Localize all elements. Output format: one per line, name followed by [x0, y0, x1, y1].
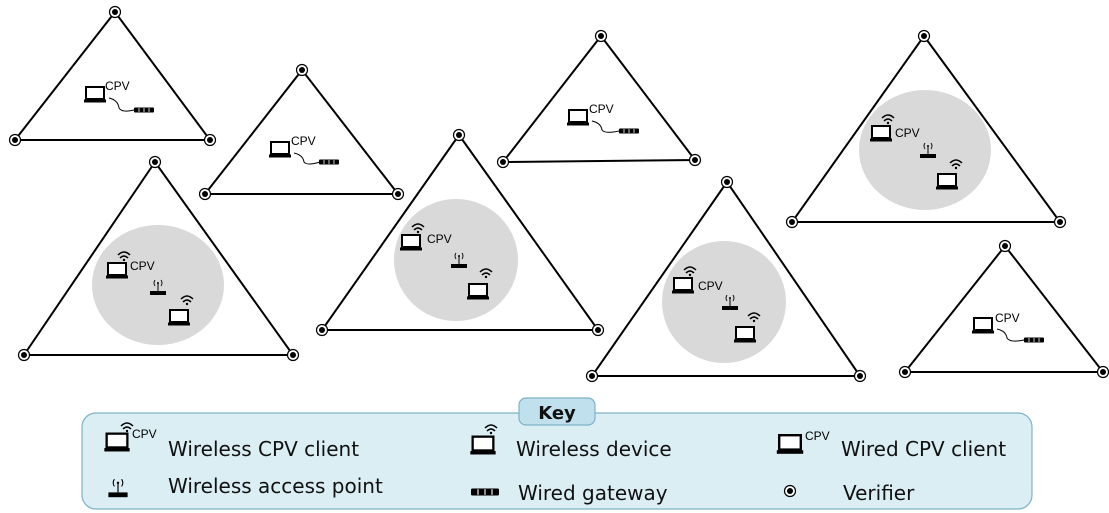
verifier-node [198, 187, 212, 201]
legend-item-wireless-device: Wireless device [469, 424, 672, 461]
cpv-label: CPV [698, 279, 723, 293]
gateway-icon [470, 487, 500, 497]
legend: Key CPV Wireless CPV client Wireless dev… [81, 397, 1033, 510]
wired-cpv-client-icon [566, 109, 590, 127]
verifier-node [785, 215, 799, 229]
legend-label: Verifier [843, 481, 915, 505]
triangle-edge [202, 68, 401, 195]
verifier-node [315, 323, 329, 337]
wired-cpv-client-icon [268, 141, 292, 159]
legend-item-wireless-access-point: Wireless access point [107, 474, 383, 498]
verifier-node [853, 369, 867, 383]
triangle-edge [790, 34, 1062, 223]
wireless-device-icon [733, 326, 757, 344]
coverage-area [662, 241, 786, 363]
wired-cpv-client-icon [775, 434, 805, 456]
verifier-node [917, 29, 931, 43]
legend-title: Key [538, 403, 576, 424]
legend-item-verifier: Verifier [783, 481, 915, 505]
wired-cpv-client-icon [83, 86, 107, 104]
verifier-node [594, 29, 608, 43]
coverage-area [859, 90, 991, 210]
cable [108, 97, 135, 112]
wireless-cpv-client-icon [671, 277, 695, 295]
verifier-node [688, 153, 702, 167]
cpv-label: CPV [105, 79, 130, 93]
verifier-node [496, 155, 510, 169]
verifier-node [783, 484, 797, 498]
cpv-label: CPV [291, 134, 316, 148]
legend-item-wireless-cpv-client: CPV Wireless CPV client [103, 422, 359, 461]
legend-label: Wired gateway [518, 481, 668, 505]
verifier-node [295, 63, 309, 77]
coverage-area [394, 199, 518, 321]
triangle-edge [12, 10, 212, 141]
cable [996, 328, 1025, 342]
cpv-label: CPV [805, 429, 830, 443]
triangle-edge [902, 244, 1106, 373]
verifier-node [203, 133, 217, 147]
verifier-node [998, 239, 1012, 253]
wireless-device-icon [935, 173, 959, 191]
gateway-icon [618, 128, 640, 134]
verifier-node [148, 155, 162, 169]
cell-wired-2: CPV [198, 63, 405, 201]
wireless-device-icon [167, 309, 191, 327]
verifier-node [108, 5, 122, 19]
cpv-label: CPV [995, 311, 1020, 325]
cpv-label: CPV [130, 259, 155, 273]
legend-label: Wireless device [516, 437, 672, 461]
wireless-cpv-client-icon [103, 432, 131, 453]
verifier-node [720, 175, 734, 189]
wireless-cpv-client-icon [105, 262, 129, 280]
verifier-node [585, 369, 599, 383]
triangle-edge [590, 180, 862, 377]
cell-wireless-1: CPV [17, 155, 300, 362]
wired-cpv-client-icon [971, 317, 995, 335]
cpv-label: CPV [895, 126, 920, 140]
gateway-icon [1023, 337, 1045, 343]
verifier-node [8, 133, 22, 147]
verifier-node [591, 323, 605, 337]
cpv-label: CPV [132, 427, 157, 441]
cpv-label: CPV [427, 232, 452, 246]
verifier-node [1096, 365, 1109, 379]
verifier-node [1053, 215, 1067, 229]
legend-label: Wired CPV client [841, 437, 1006, 461]
gateway-icon [133, 107, 155, 113]
cpv-label: CPV [589, 102, 614, 116]
verifier-node [898, 365, 912, 379]
cell-wireless-2: CPV [315, 128, 605, 337]
wireless-cpv-client-icon [399, 234, 423, 252]
cell-wireless-3: CPV [585, 175, 867, 383]
cell-wired-1: CPV [8, 5, 217, 147]
wireless-cpv-client-icon [869, 125, 893, 143]
cell-wired-4: CPV [898, 239, 1109, 379]
wireless-device-icon [469, 435, 497, 456]
legend-title-box [518, 397, 596, 426]
verifier-node [286, 348, 300, 362]
wireless-device-icon [466, 283, 490, 301]
triangle-edge [22, 160, 295, 356]
cable [293, 152, 321, 165]
legend-label: Wireless CPV client [168, 437, 359, 461]
verifier-node [452, 128, 466, 142]
cell-wired-3: CPV [496, 29, 702, 169]
triangle-edge [500, 34, 697, 164]
legend-item-wired-gateway: Wired gateway [470, 481, 668, 505]
legend-label: Wireless access point [168, 474, 383, 498]
triangle-edge [320, 133, 600, 331]
verifier-node [391, 187, 405, 201]
cable [591, 120, 620, 133]
legend-item-wired-cpv-client: CPV Wired CPV client [775, 429, 1006, 461]
verifier-node [17, 348, 31, 362]
gateway-icon [318, 159, 340, 165]
cell-wireless-4: CPV [785, 29, 1067, 229]
